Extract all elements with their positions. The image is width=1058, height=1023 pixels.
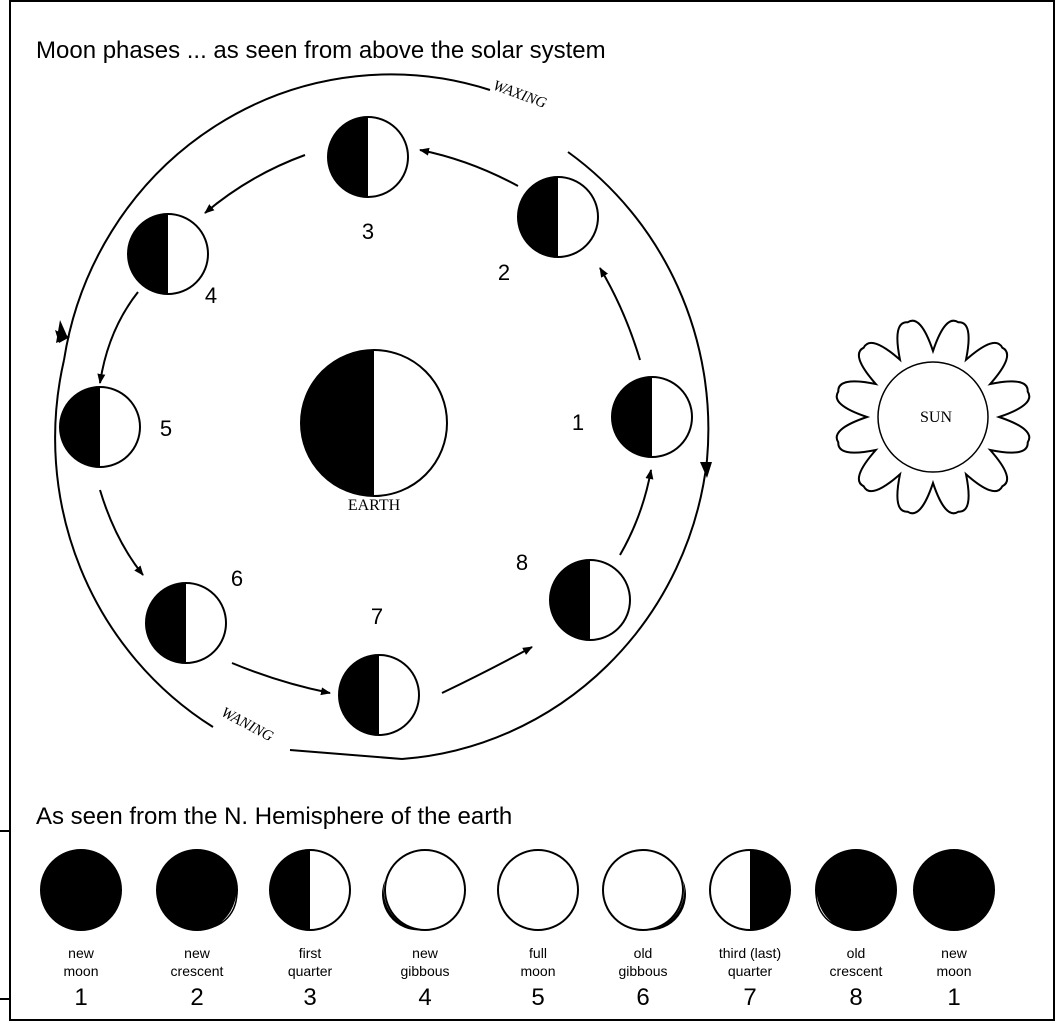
phase-number: 2	[190, 984, 203, 1011]
phase-moon	[41, 850, 121, 930]
phase-label-line2: crescent	[830, 963, 883, 979]
phase-row: new moon 1 new crescent 2 first quarter 3 new gibb…	[41, 850, 994, 1011]
orbit-moon-number: 8	[516, 550, 528, 575]
bottom-title: As seen from the N. Hemisphere of the ea…	[36, 803, 512, 830]
phase-moon	[710, 850, 790, 930]
orbit-moon	[339, 655, 419, 735]
arrow-6-to-7	[232, 663, 330, 693]
arrow-3-to-4	[205, 155, 305, 213]
phase-number: 1	[947, 984, 960, 1011]
phase-number: 3	[303, 984, 316, 1011]
orbit-moon-number: 2	[498, 260, 510, 285]
orbit-moon-number: 4	[205, 283, 217, 308]
phase-label-line2: moon	[936, 963, 971, 979]
phase-number: 6	[636, 984, 649, 1011]
waxing-label: WAXING	[491, 78, 549, 112]
orbit-arc-upper-left	[64, 74, 490, 360]
phase-moon	[914, 850, 994, 930]
orbit-moon-number: 7	[371, 604, 383, 629]
arrow-1-to-2	[600, 268, 640, 360]
phase-moon	[157, 850, 237, 930]
arrow-5-to-6	[100, 490, 143, 575]
sun-label: SUN	[920, 409, 952, 426]
orbit-moon	[146, 583, 226, 663]
phase-label-line1: old	[634, 945, 653, 961]
phase-label-line2: quarter	[288, 963, 333, 979]
orbit-moon	[518, 177, 598, 257]
phase-label-line2: moon	[520, 963, 555, 979]
earth	[301, 350, 447, 496]
orbit-moon-number: 1	[572, 410, 584, 435]
phase-label-line2: moon	[63, 963, 98, 979]
orbit-moon-number: 3	[362, 219, 374, 244]
phase-label-line1: new	[941, 945, 968, 961]
phase-number: 1	[74, 984, 87, 1011]
phase-label-line2: gibbous	[618, 963, 667, 979]
orbit-moon	[612, 377, 692, 457]
orbit-moon	[550, 560, 630, 640]
orbit-moon-number: 5	[160, 416, 172, 441]
phase-label-line1: new	[68, 945, 95, 961]
orbit-moon	[60, 387, 140, 467]
phase-moon	[270, 850, 350, 930]
phase-label-line2: gibbous	[400, 963, 449, 979]
orbit-right-arrow	[700, 462, 712, 478]
phase-moon	[816, 850, 896, 930]
phase-number: 8	[849, 984, 862, 1011]
phase-label-line1: new	[412, 945, 439, 961]
phase-number: 5	[531, 984, 544, 1011]
phase-number: 7	[743, 984, 756, 1011]
orbit-moon-number: 6	[231, 566, 243, 591]
phase-label-line1: full	[529, 945, 547, 961]
phase-moon	[603, 850, 686, 930]
earth-label: EARTH	[348, 497, 401, 514]
phase-label-line2: crescent	[171, 963, 224, 979]
phase-moon	[498, 850, 578, 930]
phase-label-line1: first	[299, 945, 322, 961]
orbit-moon	[328, 117, 408, 197]
phase-label-line1: new	[184, 945, 211, 961]
orbit-moon	[128, 214, 208, 294]
phase-moon	[382, 850, 465, 930]
arrow-8-to-1	[620, 470, 651, 555]
arrow-2-to-3	[420, 150, 518, 186]
orbit-arc-bottom	[290, 750, 402, 759]
phase-label-line1: third (last)	[719, 945, 781, 961]
top-title: Moon phases ... as seen from above the s…	[36, 37, 606, 64]
phase-number: 4	[418, 984, 431, 1011]
waning-label: WANING	[218, 705, 275, 746]
arrow-4-to-5	[100, 292, 138, 383]
arrow-7-to-8	[442, 647, 532, 693]
phase-label-line2: quarter	[728, 963, 773, 979]
phase-label-line1: old	[847, 945, 866, 961]
